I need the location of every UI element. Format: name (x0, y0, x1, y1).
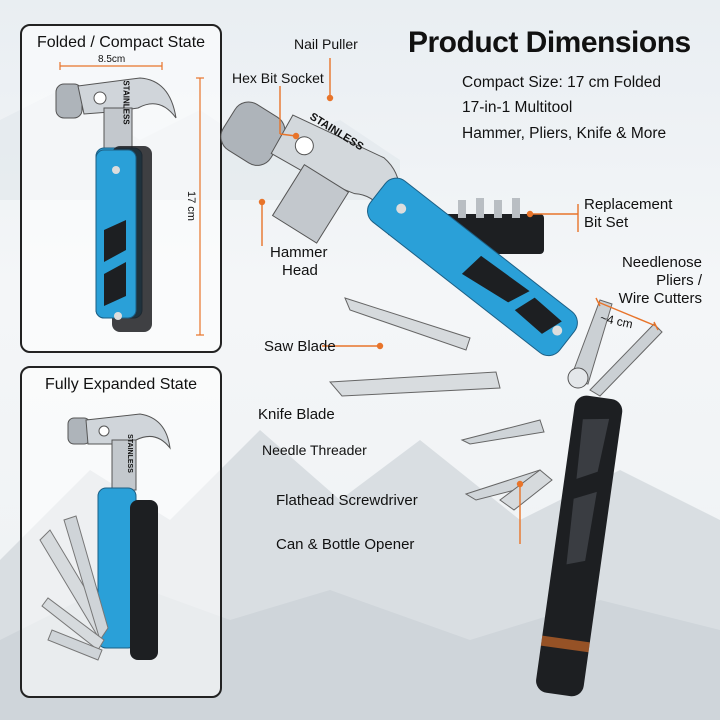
callout-hammer-head-line2: Head (282, 262, 318, 279)
main-tool (220, 101, 663, 697)
callout-pliers-line2: Pliers / (656, 272, 702, 289)
page-title: Product Dimensions (408, 26, 691, 59)
callout-pliers-line1: Needlenose (621, 254, 702, 271)
folded-width-label: 8.5cm (98, 54, 126, 65)
callout-replacement-line1: Replacement (584, 196, 673, 213)
callout-flathead: Flathead Screwdriver (276, 492, 418, 509)
folded-tool (55, 62, 204, 336)
callout-lines (258, 58, 659, 544)
callout-pliers: Needlenose Pliers / Wire Cutters (602, 254, 702, 308)
expanded-panel-title: Fully Expanded State (44, 376, 198, 393)
callout-needle-threader: Needle Threader (262, 442, 367, 458)
callout-can-opener: Can & Bottle Opener (276, 536, 415, 553)
callout-nail-puller: Nail Puller (294, 36, 358, 52)
folded-panel-title: Folded / Compact State (36, 34, 206, 51)
callout-hammer-head-line1: Hammer (270, 244, 328, 261)
callout-hammer-head: Hammer Head (270, 244, 328, 280)
callout-replacement-bits: Replacement Bit Set (584, 196, 672, 232)
callout-replacement-line2: Bit Set (584, 214, 629, 231)
spec-tool-count: 17-in-1 Multitool (462, 99, 573, 116)
expanded-small-tool (39, 413, 171, 661)
callout-saw-blade: Saw Blade (264, 338, 336, 355)
spec-compact-size: Compact Size: 17 cm Folded (462, 74, 662, 91)
folded-height-label: 17 cm (184, 191, 197, 221)
callout-knife-blade: Knife Blade (258, 406, 335, 423)
spec-features: Hammer, Pliers, Knife & More (462, 125, 667, 142)
callout-hex-bit-socket: Hex Bit Socket (232, 70, 324, 86)
folded-engraving: STAINLESS (121, 80, 131, 125)
callout-pliers-line3: Wire Cutters (618, 290, 702, 307)
expanded-engraving: STAINLESS (125, 434, 133, 473)
